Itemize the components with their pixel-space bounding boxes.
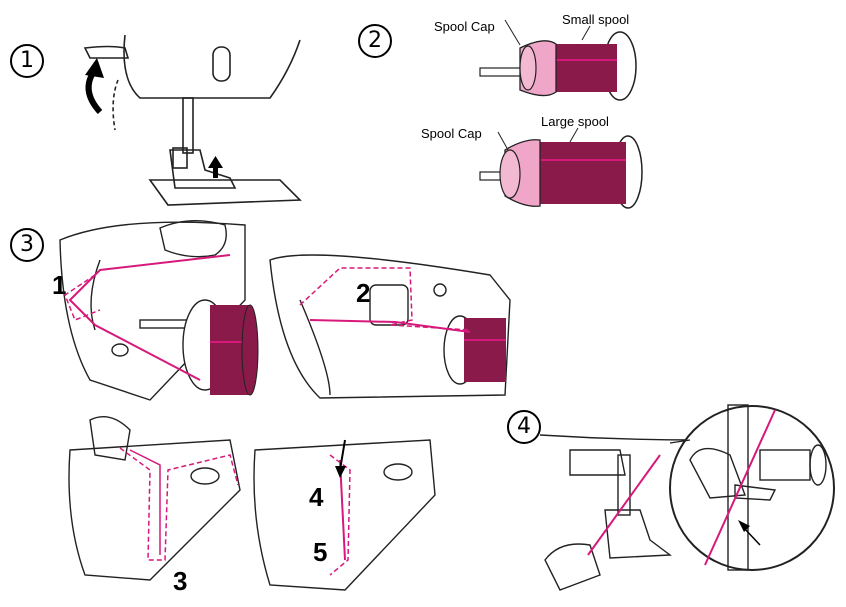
step-4-marker: 4: [507, 410, 541, 444]
spool-cap-label-top: Spool Cap: [434, 19, 495, 34]
callout-2: 2: [356, 278, 371, 308]
callout-1: 1: [52, 270, 67, 300]
callout-3: 3: [173, 566, 188, 596]
step-1-marker: 1: [10, 44, 44, 78]
callout-4: 4: [309, 482, 324, 512]
callout-5: 5: [313, 537, 328, 567]
step-2-marker: 2: [358, 24, 392, 58]
small-spool-label: Small spool: [562, 12, 630, 27]
large-spool-label: Large spool: [541, 114, 609, 129]
step-3-marker: 3: [10, 228, 44, 262]
spool-cap-label-bottom: Spool Cap: [421, 126, 482, 141]
